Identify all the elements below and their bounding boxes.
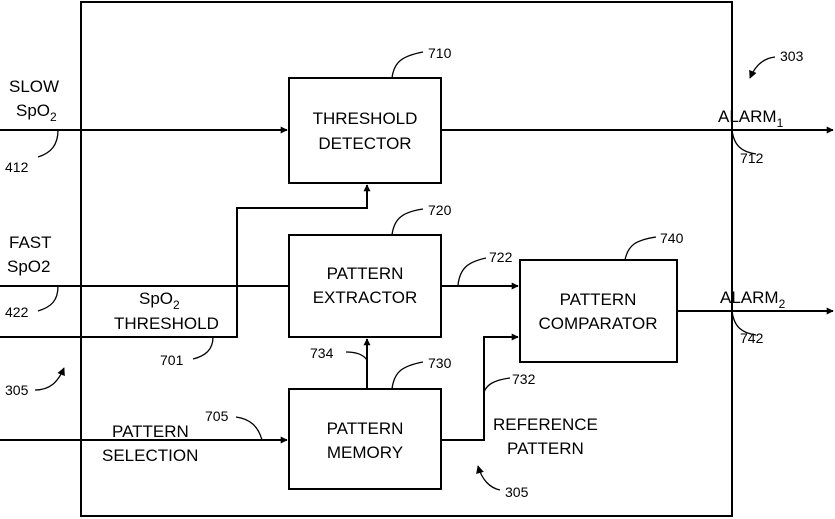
ref-742: 742 [740, 330, 764, 346]
ref-722: 722 [489, 249, 513, 265]
ref-305-left: 305 [5, 382, 29, 398]
leader-734 [346, 352, 367, 360]
marker-arrow-305-left [35, 368, 64, 390]
leader-730 [392, 362, 423, 389]
spo2-threshold-label-1: SpO2 [139, 289, 180, 312]
alarm1-base: ALARM [718, 107, 777, 126]
ref-710: 710 [428, 45, 452, 61]
reference-pattern-label-2: PATTERN [507, 439, 584, 458]
ref-701: 701 [160, 352, 184, 368]
slow-spo2-label-1: SLOW [9, 77, 59, 96]
leader-732 [484, 378, 510, 392]
spo2-threshold-base: SpO [139, 289, 173, 308]
pattern-memory-label-2: MEMORY [327, 443, 403, 462]
pattern-selection-label-2: SELECTION [102, 446, 198, 465]
ref-740: 740 [660, 230, 684, 246]
threshold-detector-label-2: DETECTOR [318, 134, 411, 153]
alarm2-sub: 2 [779, 297, 786, 311]
alarm1-sub: 1 [777, 116, 784, 130]
ref-720: 720 [428, 202, 452, 218]
ref-303: 303 [780, 48, 804, 64]
marker-arrow-305-bottom [478, 466, 500, 490]
threshold-detector-label-1: THRESHOLD [313, 109, 418, 128]
alarm2-base: ALARM [720, 288, 779, 307]
slow-spo2-sub: 2 [50, 110, 57, 124]
ref-705: 705 [205, 408, 229, 424]
ref-734: 734 [310, 345, 334, 361]
ref-732: 732 [512, 371, 536, 387]
pattern-comparator-label-2: COMPARATOR [538, 314, 657, 333]
ref-412: 412 [5, 159, 29, 175]
ref-712: 712 [740, 150, 764, 166]
fast-spo2-label-2: SpO2 [7, 257, 50, 276]
leader-412 [38, 130, 58, 157]
pattern-extractor-label-1: PATTERN [327, 264, 404, 283]
alarm2-label: ALARM2 [720, 288, 786, 311]
leader-701 [193, 337, 213, 359]
fast-spo2-label-1: FAST [9, 233, 52, 252]
leader-740 [625, 237, 656, 260]
leader-710 [392, 52, 423, 78]
ref-422: 422 [5, 304, 29, 320]
leader-722 [458, 258, 486, 285]
leader-422 [38, 286, 58, 311]
spo2-threshold-label-2: THRESHOLD [114, 314, 219, 333]
leader-705 [236, 417, 262, 440]
pattern-extractor-label-2: EXTRACTOR [313, 288, 418, 307]
ref-305-bottom: 305 [505, 484, 529, 500]
pattern-comparator-label-1: PATTERN [560, 290, 637, 309]
spo2-threshold-sub: 2 [173, 298, 180, 312]
reference-pattern-label-1: REFERENCE [493, 415, 598, 434]
pattern-extractor-block: PATTERN EXTRACTOR [289, 235, 441, 337]
marker-arrow-303 [750, 57, 775, 78]
slow-spo2-label-2: SpO2 [16, 101, 57, 124]
pattern-comparator-block: PATTERN COMPARATOR [520, 260, 677, 362]
pattern-memory-block: PATTERN MEMORY [289, 389, 441, 489]
leader-720 [392, 209, 423, 235]
pattern-selection-label-1: PATTERN [112, 422, 189, 441]
ref-730: 730 [428, 355, 452, 371]
slow-spo2-base: SpO [16, 101, 50, 120]
pattern-memory-label-1: PATTERN [327, 419, 404, 438]
alarm1-label: ALARM1 [718, 107, 784, 130]
threshold-detector-block: THRESHOLD DETECTOR [289, 78, 441, 183]
